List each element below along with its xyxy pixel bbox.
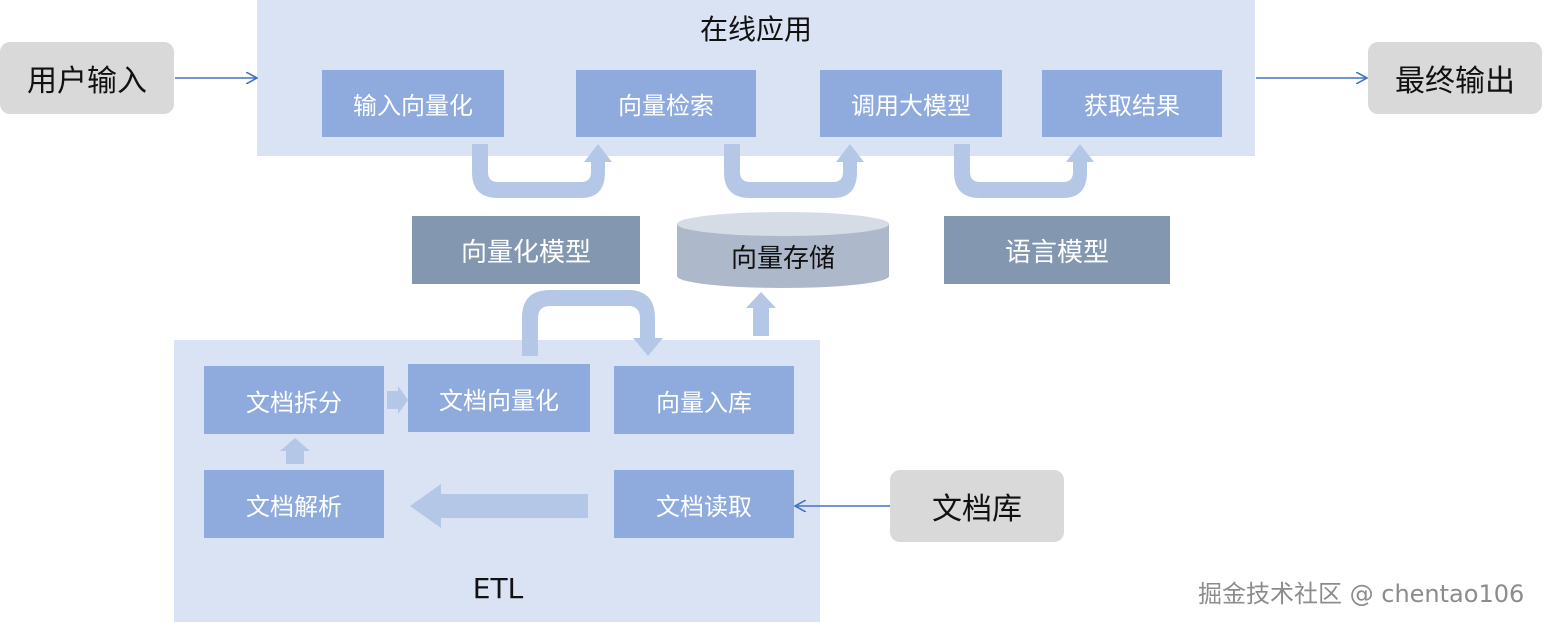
etl-panel-title: ETL [472, 572, 524, 605]
watermark: 掘金技术社区 @ chentao106 [1198, 580, 1525, 608]
vector-store-label: 向量存储 [730, 244, 835, 274]
online-panel-title: 在线应用 [699, 13, 812, 46]
u-arrow-search-to-llm [724, 144, 864, 198]
arrow-parse-to-split [280, 438, 310, 464]
vector-store-cylinder [677, 212, 889, 288]
step-doc-vectorize: 文档向量化 [408, 364, 590, 432]
language-model-box: 语言模型 [944, 216, 1170, 284]
step-get-result: 获取结果 [1042, 70, 1222, 137]
vector-model-box: 向量化模型 [412, 216, 640, 284]
step-vector-search: 向量检索 [576, 70, 756, 137]
step-input-vectorize: 输入向量化 [322, 70, 504, 137]
step-call-llm: 调用大模型 [820, 70, 1002, 137]
u-arrow-vectorize-to-search [472, 144, 612, 198]
user-input-box: 用户输入 [0, 42, 174, 114]
arrow-ingest-to-vector-store [746, 292, 776, 336]
step-doc-split: 文档拆分 [204, 366, 384, 434]
u-arrow-llm-to-result [954, 144, 1094, 198]
step-doc-read: 文档读取 [614, 470, 794, 538]
arrow-read-to-parse [410, 484, 588, 528]
arrow-split-to-vectorize [387, 386, 408, 414]
u-arrow-vector-model-to-etl [522, 290, 663, 356]
final-output-box: 最终输出 [1368, 42, 1542, 114]
step-doc-parse: 文档解析 [204, 470, 384, 538]
doc-library-box: 文档库 [890, 470, 1064, 542]
step-vector-ingest: 向量入库 [614, 366, 794, 434]
